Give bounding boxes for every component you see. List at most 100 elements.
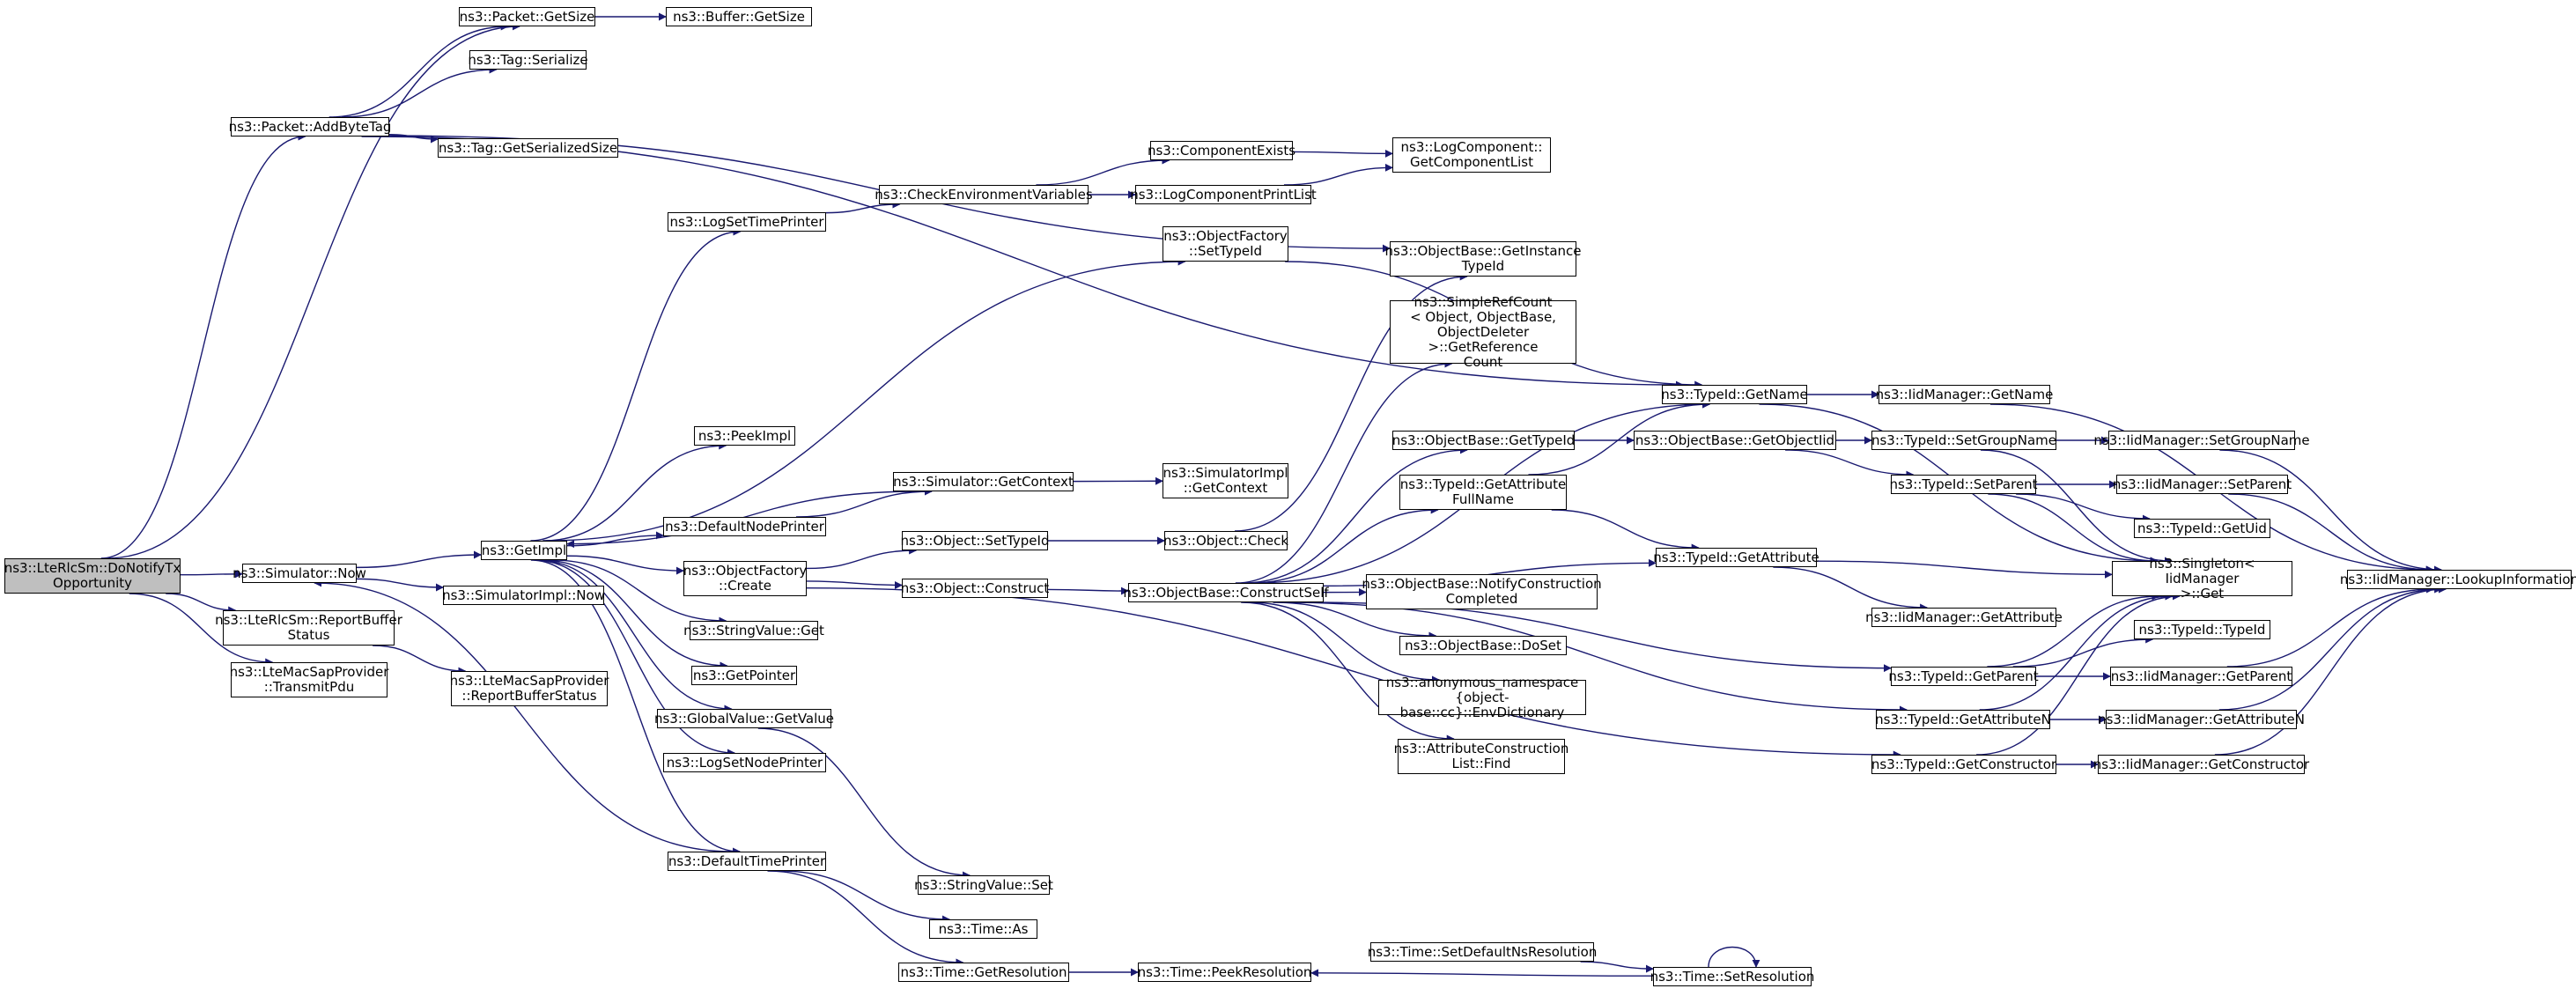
edge-root-to-n-report bbox=[166, 593, 237, 615]
node-n-strval-get[interactable]: ns3::StringValue::Get bbox=[683, 621, 824, 640]
node-n-report[interactable]: ns3::LteRlcSm::ReportBuffer Status bbox=[215, 610, 402, 646]
node-n-getimpl[interactable]: ns3::GetImpl bbox=[481, 541, 567, 560]
node-n-iid-getname[interactable]: ns3::IidManager::GetName bbox=[1876, 385, 2053, 404]
edge-root-to-n-addbytetag bbox=[100, 132, 306, 559]
edge-n-getimpl-to-n-defnodeprinter bbox=[566, 531, 664, 547]
node-n-peekimpl[interactable]: ns3::PeekImpl bbox=[694, 426, 795, 446]
node-n-iid-getattr[interactable]: ns3::IidManager::GetAttribute bbox=[1865, 608, 2063, 627]
node-root: ns3::LteRlcSm::DoNotifyTx Opportunity bbox=[4, 558, 181, 594]
edge-n-sim-now-to-n-simimpl-now bbox=[356, 578, 444, 592]
node-n-time-setdefns[interactable]: ns3::Time::SetDefaultNsResolution bbox=[1368, 942, 1597, 962]
node-n-ob-getobjtid[interactable]: ns3::ObjectBase::GetObjectIid bbox=[1634, 431, 1836, 450]
node-n-time-setres[interactable]: ns3::Time::SetResolution bbox=[1650, 967, 1814, 986]
edge-n-iid-getctor-to-n-iid-lookup bbox=[2214, 585, 2447, 756]
edge-n-tid-getctor-to-n-singleton-get bbox=[1976, 592, 2181, 756]
node-n-deftimeprinter[interactable]: ns3::DefaultTimePrinter bbox=[668, 852, 826, 871]
edge-n-constructself-to-n-tid-getattrfull bbox=[1251, 505, 1439, 584]
edge-n-iid-getattrn-to-n-iid-lookup bbox=[2218, 585, 2443, 711]
edge-n-objfact-create-to-n-obj-settid bbox=[806, 546, 918, 570]
node-n-getinsttid[interactable]: ns3::ObjectBase::GetInstance TypeId bbox=[1385, 241, 1582, 277]
edge-n-constructself-to-n-ob-gettid bbox=[1242, 446, 1468, 584]
node-n-obj-check[interactable]: ns3::Object::Check bbox=[1163, 531, 1288, 550]
edge-n-tid-getattrn-to-n-singleton-get bbox=[1979, 592, 2174, 711]
node-n-constructself[interactable]: ns3::ObjectBase::ConstructSelf bbox=[1123, 583, 1329, 602]
node-n-tid-getparent[interactable]: ns3::TypeId::GetParent bbox=[1888, 667, 2039, 686]
edge-n-constructself-to-n-ob-doset bbox=[1273, 601, 1437, 640]
node-n-tag-getser[interactable]: ns3::Tag::GetSerializedSize bbox=[438, 138, 618, 158]
node-n-addbytetag[interactable]: ns3::Packet::AddByteTag bbox=[229, 117, 391, 136]
edge-n-getimpl-to-n-globval-get bbox=[536, 559, 733, 713]
node-n-time-getres[interactable]: ns3::Time::GetResolution bbox=[898, 963, 1069, 982]
node-n-getcomplist[interactable]: ns3::LogComponent:: GetComponentList bbox=[1392, 137, 1551, 173]
edge-n-tid-getattr-to-n-iid-getattr bbox=[1773, 566, 1929, 612]
node-n-time-peekres[interactable]: ns3::Time::PeekResolution bbox=[1138, 963, 1311, 982]
edge-n-iid-setparent-to-n-iid-lookup bbox=[2228, 493, 2434, 574]
node-n-macsap-rbs[interactable]: ns3::LteMacSapProvider ::ReportBufferSta… bbox=[450, 671, 609, 706]
edge-root-to-n-pkt-getsize bbox=[106, 22, 520, 559]
node-n-iid-setparent[interactable]: ns3::IidManager::SetParent bbox=[2113, 475, 2292, 494]
node-n-tid-setparent[interactable]: ns3::TypeId::SetParent bbox=[1889, 475, 2038, 494]
edge-n-objfact-create-to-n-obj-construct bbox=[806, 580, 903, 590]
edge-n-tid-getparent-to-n-singleton-get bbox=[1987, 592, 2160, 668]
edge-n-constructself-to-n-anon-envdict bbox=[1249, 601, 1440, 684]
node-n-obj-construct[interactable]: ns3::Object::Construct bbox=[901, 579, 1049, 598]
node-n-tid-getctor[interactable]: ns3::TypeId::GetConstructor bbox=[1871, 755, 2056, 774]
edge-n-getimpl-to-n-strval-get bbox=[551, 559, 727, 625]
node-n-strval-set[interactable]: ns3::StringValue::Set bbox=[914, 875, 1053, 895]
node-n-iid-lookup[interactable]: ns3::IidManager::LookupInformation bbox=[2340, 570, 2576, 589]
node-n-objfact-settid[interactable]: ns3::ObjectFactory ::SetTypeId bbox=[1163, 226, 1288, 262]
edge-n-time-setdefns-to-n-time-setres bbox=[1580, 961, 1654, 973]
edge-n-addbytetag-to-n-pkt-getsize bbox=[328, 22, 509, 118]
node-n-iid-getctor[interactable]: ns3::IidManager::GetConstructor bbox=[2093, 755, 2309, 774]
node-n-simplerefcount[interactable]: ns3::SimpleRefCount < Object, ObjectBase… bbox=[1390, 294, 1576, 369]
node-n-defnodeprinter[interactable]: ns3::DefaultNodePrinter bbox=[663, 517, 826, 536]
node-n-ob-notify[interactable]: ns3::ObjectBase::NotifyConstruction Comp… bbox=[1362, 574, 1602, 609]
node-n-ob-doset[interactable]: ns3::ObjectBase::DoSet bbox=[1399, 636, 1567, 655]
node-n-tid-setgroup[interactable]: ns3::TypeId::SetGroupName bbox=[1871, 431, 2056, 450]
node-n-iid-setgroup[interactable]: ns3::IidManager::SetGroupName bbox=[2093, 431, 2310, 450]
node-n-singleton-get[interactable]: ns3::Singleton< IidManager >::Get bbox=[2112, 556, 2292, 601]
node-n-compexists[interactable]: ns3::ComponentExists bbox=[1148, 141, 1295, 160]
node-n-logsettime[interactable]: ns3::LogSetTimePrinter bbox=[668, 212, 826, 232]
node-n-sim-now[interactable]: ns3::Simulator::Now bbox=[233, 564, 366, 583]
node-n-globval-get[interactable]: ns3::GlobalValue::GetValue bbox=[654, 709, 834, 728]
node-n-time-as[interactable]: ns3::Time::As bbox=[929, 919, 1037, 939]
edge-n-tid-setparent-to-n-tid-getuid bbox=[2016, 493, 2151, 523]
node-n-tid-tid[interactable]: ns3::TypeId::TypeId bbox=[2134, 620, 2270, 639]
node-n-anon-envdict[interactable]: ns3::anonymous_namespace {object-base::c… bbox=[1378, 675, 1586, 719]
node-n-tid-getattr[interactable]: ns3::TypeId::GetAttribute bbox=[1653, 548, 1819, 567]
edge-root-to-n-sim-now bbox=[180, 570, 243, 579]
edge-n-obj-check-to-n-getinsttid bbox=[1235, 272, 1468, 532]
edge-n-time-setres-to-n-time-peekres bbox=[1310, 969, 1654, 978]
edge-n-getimpl-to-n-lognodeprinter bbox=[534, 559, 735, 757]
node-n-logcompprint[interactable]: ns3::LogComponentPrintList bbox=[1130, 185, 1317, 204]
edge-n-deftimeprinter-to-n-sim-now bbox=[314, 579, 732, 852]
node-n-iid-getparent[interactable]: ns3::IidManager::GetParent bbox=[2110, 667, 2292, 686]
edge-n-objfact-create-to-n-tid-getctor bbox=[806, 587, 1901, 759]
edge-n-tid-getattrfull-to-n-tid-getattr bbox=[1551, 509, 1700, 552]
node-n-buf-getsize[interactable]: ns3::Buffer::GetSize bbox=[666, 7, 812, 26]
node-n-sim-getctx[interactable]: ns3::Simulator::GetContext bbox=[893, 472, 1074, 491]
node-n-tid-getuid[interactable]: ns3::TypeId::GetUid bbox=[2134, 519, 2270, 538]
node-n-simimpl-now[interactable]: ns3::SimulatorImpl::Now bbox=[442, 586, 605, 605]
node-n-lognodeprinter[interactable]: ns3::LogSetNodePrinter bbox=[663, 753, 826, 772]
edge-root-to-n-transmit bbox=[129, 593, 274, 667]
node-n-transmit[interactable]: ns3::LteMacSapProvider ::TransmitPdu bbox=[230, 662, 388, 697]
node-n-pkt-getsize[interactable]: ns3::Packet::GetSize bbox=[459, 7, 595, 26]
node-n-objfact-create[interactable]: ns3::ObjectFactory ::Create bbox=[683, 561, 807, 596]
node-n-attrconst-find[interactable]: ns3::AttributeConstruction List::Find bbox=[1394, 739, 1568, 774]
node-n-ob-gettid[interactable]: ns3::ObjectBase::GetTypeId bbox=[1392, 431, 1575, 450]
edge-n-logsettime-to-n-checkenv bbox=[825, 200, 901, 214]
node-n-obj-settid[interactable]: ns3::Object::SetTypeId bbox=[901, 531, 1049, 550]
edge-n-deftimeprinter-to-n-time-as bbox=[780, 870, 951, 924]
node-n-iid-getattrn[interactable]: ns3::IidManager::GetAttributeN bbox=[2098, 710, 2305, 729]
node-n-simimpl-getctx[interactable]: ns3::SimulatorImpl ::GetContext bbox=[1163, 463, 1288, 498]
node-n-tag-ser[interactable]: ns3::Tag::Serialize bbox=[468, 50, 588, 70]
node-n-tid-getattrfull[interactable]: ns3::TypeId::GetAttribute FullName bbox=[1399, 475, 1567, 510]
node-n-tid-getattrn[interactable]: ns3::TypeId::GetAttributeN bbox=[1875, 710, 2051, 729]
node-n-checkenv[interactable]: ns3::CheckEnvironmentVariables bbox=[875, 185, 1093, 204]
edge-n-logcompprint-to-n-getcomplist bbox=[1283, 163, 1393, 186]
node-n-tid-getname[interactable]: ns3::TypeId::GetName bbox=[1661, 385, 1808, 404]
node-n-getpointer[interactable]: ns3::GetPointer bbox=[691, 666, 797, 685]
edge-n-getimpl-to-n-peekimpl bbox=[543, 441, 727, 542]
